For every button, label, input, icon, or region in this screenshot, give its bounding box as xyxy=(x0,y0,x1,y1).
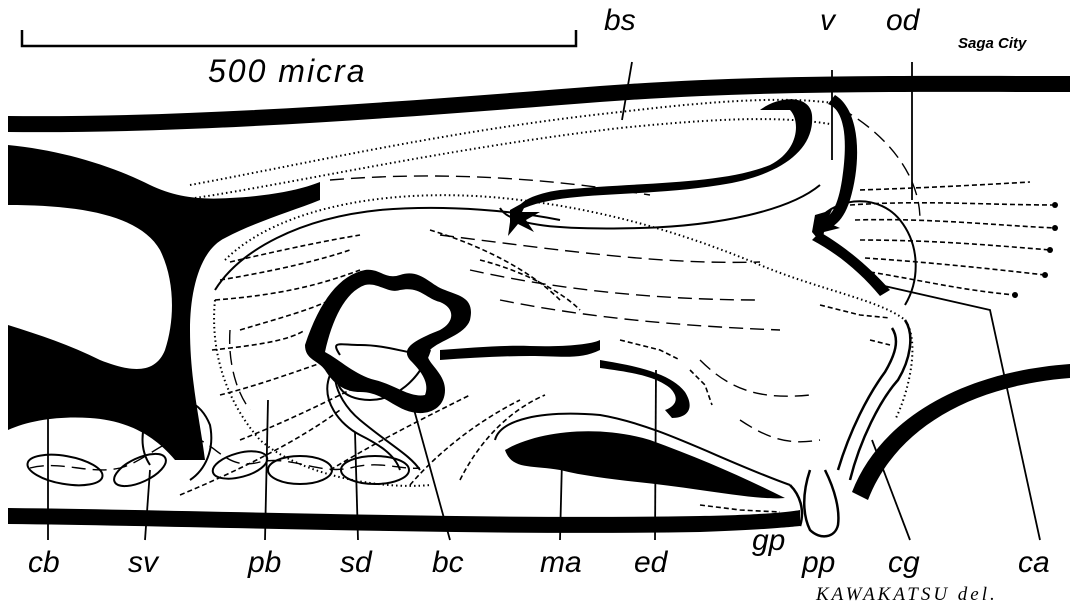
muscle-fibers xyxy=(180,230,890,512)
muscle-layer-7 xyxy=(230,330,250,410)
dorsal-muscle-mass xyxy=(8,145,320,460)
label-cb: cb xyxy=(28,546,60,579)
bursa-canal-loop xyxy=(519,99,812,210)
label-pb: pb xyxy=(247,546,281,579)
male-atrium xyxy=(505,431,785,498)
muscle-layer-6 xyxy=(740,420,820,442)
muscle-layer-3 xyxy=(470,270,760,300)
label-bc: bc xyxy=(432,546,464,579)
label-ca: ca xyxy=(1018,546,1050,579)
muscle-layer-5 xyxy=(700,360,810,396)
penis-papilla xyxy=(804,470,838,536)
ventral-body-wall xyxy=(8,508,800,533)
bursa-copulatrix xyxy=(305,270,471,413)
label-pp: pp xyxy=(801,546,835,579)
label-sv: sv xyxy=(128,546,160,579)
scale-bar-label: 500 micra xyxy=(208,53,367,89)
leader-lines xyxy=(48,62,1040,540)
artist-credit: KAWAKATSU del. xyxy=(815,584,998,605)
label-v: v xyxy=(820,4,837,37)
lumen-star-1 xyxy=(508,200,540,236)
ventral-wall-right xyxy=(852,364,1070,500)
label-ed: ed xyxy=(634,546,669,579)
label-od: od xyxy=(886,4,921,37)
ejaculatory-duct-lower xyxy=(600,360,690,418)
ejaculatory-duct xyxy=(440,340,600,360)
scale-bar xyxy=(22,30,576,46)
label-ma: ma xyxy=(540,546,582,579)
label-sd: sd xyxy=(340,546,373,579)
label-bs: bs xyxy=(604,4,636,37)
label-gp: gp xyxy=(752,524,785,557)
muscle-layer-2 xyxy=(440,235,760,262)
label-cg: cg xyxy=(888,546,920,579)
bursa-stalk-inner xyxy=(195,119,830,198)
vagina xyxy=(815,95,857,232)
bursa-canal-wall xyxy=(812,232,890,296)
location-label: Saga City xyxy=(958,35,1027,52)
muscle-layer-4 xyxy=(500,300,780,330)
dorsal-body-wall xyxy=(8,76,1070,132)
